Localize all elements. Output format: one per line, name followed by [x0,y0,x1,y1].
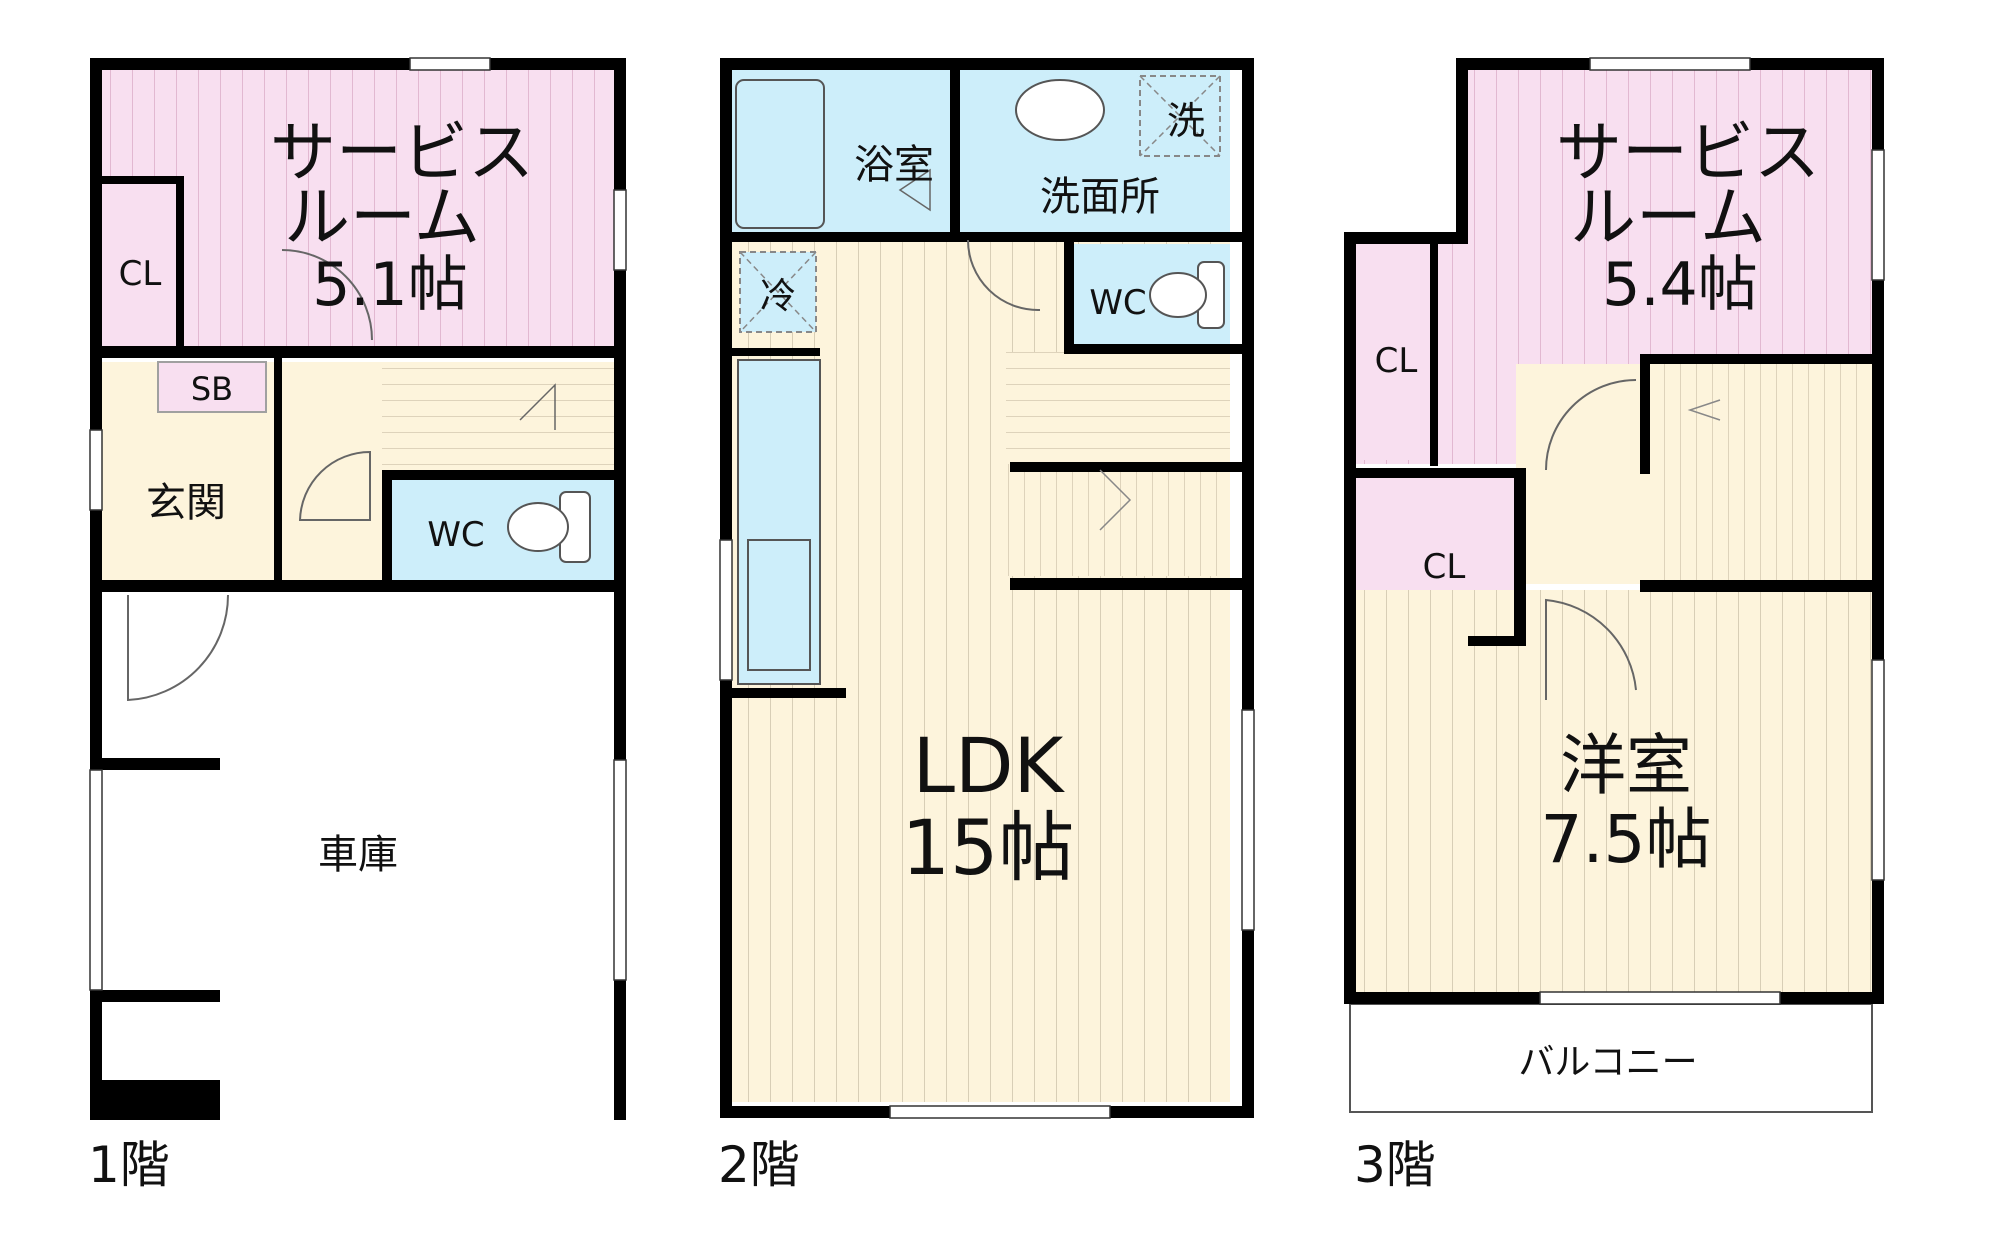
floor1-shoe-box-label: SB [191,370,233,408]
washer-box [1139,75,1221,157]
floor2-ldk-size: 15帖 [902,803,1075,892]
shoe-box [157,361,267,413]
bathtub [735,79,825,229]
stairs-2-lower [1006,464,1230,576]
floor2-fridge-label: 冷 [760,276,796,317]
floor-1 [89,57,627,1120]
floor2-label: 2階 [718,1136,800,1194]
western-room-floor [1350,590,1872,996]
floor1-entrance-label: 玄関 [146,480,226,526]
floor2-washroom-label: 洗面所 [1040,174,1160,220]
floor1-service-room-name-2: ルーム [284,179,480,256]
floor1-closet-label: CL [119,254,162,294]
floor3-balcony-label: バルコニー [1518,1042,1697,1083]
toilet-icon [1149,261,1225,329]
floor1-label: 1階 [88,1136,170,1194]
floor1-garage-label: 車庫 [318,832,398,878]
floor2-toilet-label: WC [1089,283,1146,323]
closet-1-floor [100,182,180,350]
stairs-3 [1650,364,1872,584]
floor1-service-room-size: 5.1帖 [312,250,467,320]
floor3-closet1-label: CL [1375,341,1418,381]
wash-basin [1015,79,1105,141]
floor3-western-room-name: 洋室 [1560,727,1692,804]
floor2-washer-label: 洗 [1167,99,1205,143]
stairs-1 [382,362,618,472]
closet-3a [1352,240,1432,460]
floor3-service-room-name-2: ルーム [1570,179,1766,256]
floor3-service-room-name-1: サービス [1556,114,1820,191]
sink [747,539,811,671]
floor2-bathroom-label: 浴室 [854,142,934,188]
stairs-2-upper [1006,352,1230,464]
floor3-service-room-size: 5.4帖 [1602,250,1757,320]
floor-2 [719,58,1255,1119]
floor1-toilet-label: WC [427,515,484,555]
floor3-label: 3階 [1354,1136,1436,1194]
floor3-closet2-label: CL [1423,547,1466,587]
toilet-icon [507,491,591,563]
floor-3 [1344,57,1885,1113]
floor3-western-room-size: 7.5帖 [1541,801,1712,878]
floor1-service-room-name-1: サービス [270,114,534,191]
garage-floor [98,590,618,1110]
floor2-ldk-name: LDK [913,721,1066,810]
service-room-1-floor [98,62,622,352]
